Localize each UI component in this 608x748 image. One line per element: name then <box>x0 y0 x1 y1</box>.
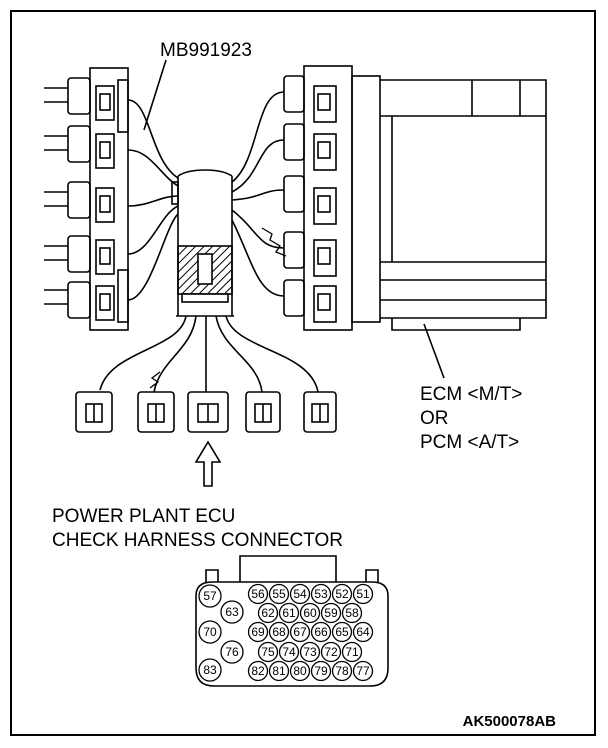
pin-number: 69 <box>251 625 265 639</box>
pin-number: 75 <box>261 645 275 659</box>
pin-number: 58 <box>345 606 359 620</box>
pin-75: 75 <box>257 641 279 663</box>
pin-number: 80 <box>293 664 307 678</box>
pin-number: 52 <box>335 587 349 601</box>
pin-number: 73 <box>303 645 317 659</box>
pin-number: 57 <box>203 589 217 603</box>
pin-number: 67 <box>293 625 307 639</box>
pin-number: 83 <box>203 663 217 677</box>
pin-number: 56 <box>251 587 265 601</box>
central-harness-bundle <box>99 91 319 393</box>
pin-73: 73 <box>299 641 321 663</box>
pin-number: 81 <box>272 664 286 678</box>
pin-62: 62 <box>257 602 279 624</box>
pin-82: 82 <box>247 660 269 682</box>
connector-title-line2: CHECK HARNESS CONNECTOR <box>52 530 343 551</box>
pin-number: 61 <box>282 606 296 620</box>
pin-83: 83 <box>198 658 222 682</box>
pin-67: 67 <box>289 621 311 643</box>
check-harness-connector-face <box>195 555 389 687</box>
pin-64: 64 <box>352 621 374 643</box>
pin-55: 55 <box>268 583 290 605</box>
left-harness-connectors <box>44 67 129 331</box>
pin-number: 68 <box>272 625 286 639</box>
pin-60: 60 <box>299 602 321 624</box>
small-connector-3 <box>187 391 229 433</box>
ecu-leader-line <box>423 323 445 379</box>
pin-number: 60 <box>303 606 317 620</box>
pin-80: 80 <box>289 660 311 682</box>
pin-number: 70 <box>203 625 217 639</box>
pin-77: 77 <box>352 660 374 682</box>
small-connector-5 <box>303 391 337 433</box>
pin-76: 76 <box>220 640 244 664</box>
leader-lines <box>143 59 445 379</box>
connector-title-line1: POWER PLANT ECU <box>52 506 235 527</box>
pin-66: 66 <box>310 621 332 643</box>
pin-number: 71 <box>345 645 359 659</box>
pin-56: 56 <box>247 583 269 605</box>
pin-65: 65 <box>331 621 353 643</box>
left-connector-body <box>89 67 129 331</box>
pin-number: 76 <box>225 645 239 659</box>
left-connector-slots <box>95 85 115 321</box>
pin-78: 78 <box>331 660 353 682</box>
pin-number: 65 <box>335 625 349 639</box>
pin-number: 64 <box>356 625 370 639</box>
pin-69: 69 <box>247 621 269 643</box>
pin-number: 53 <box>314 587 328 601</box>
left-connector-tabs <box>117 79 129 323</box>
pin-number: 66 <box>314 625 328 639</box>
pin-number: 54 <box>293 587 307 601</box>
pin-68: 68 <box>268 621 290 643</box>
pin-51: 51 <box>352 583 374 605</box>
pin-53: 53 <box>310 583 332 605</box>
pin-79: 79 <box>310 660 332 682</box>
ecu-label-line3: PCM <A/T> <box>420 432 519 453</box>
pin-number: 77 <box>356 664 370 678</box>
pin-number: 62 <box>261 606 275 620</box>
check-harness-small-connectors <box>75 391 337 433</box>
pin-54: 54 <box>289 583 311 605</box>
tool-leader-line <box>143 59 167 131</box>
pin-number: 59 <box>324 606 338 620</box>
small-connector-4 <box>245 391 281 433</box>
pin-59: 59 <box>320 602 342 624</box>
figure-code: AK500078AB <box>463 713 557 730</box>
ecu-module <box>283 65 547 331</box>
pin-71: 71 <box>341 641 363 663</box>
up-arrow-icon <box>194 440 222 487</box>
pin-number: 78 <box>335 664 349 678</box>
pin-57: 57 <box>198 584 222 608</box>
pin-number: 72 <box>324 645 338 659</box>
pin-70: 70 <box>198 620 222 644</box>
pin-58: 58 <box>341 602 363 624</box>
pin-number: 55 <box>272 587 286 601</box>
pin-52: 52 <box>331 583 353 605</box>
pin-number: 63 <box>225 605 239 619</box>
small-connector-1 <box>75 391 113 433</box>
pin-number: 51 <box>356 587 370 601</box>
left-connector-boots <box>67 77 91 319</box>
tool-part-number: MB991923 <box>160 40 252 61</box>
left-incoming-wires <box>44 87 68 305</box>
pin-81: 81 <box>268 660 290 682</box>
ecu-label-line2: OR <box>420 408 449 429</box>
pin-74: 74 <box>278 641 300 663</box>
connector-pins: 57 63 70 76 83 56 55 54 53 52 51 62 61 60 59 58 69 68 67 66… <box>198 583 374 682</box>
pin-72: 72 <box>320 641 342 663</box>
pin-number: 74 <box>282 645 296 659</box>
pin-63: 63 <box>220 600 244 624</box>
pin-number: 79 <box>314 664 328 678</box>
pin-number: 82 <box>251 664 265 678</box>
pin-61: 61 <box>278 602 300 624</box>
small-connector-2 <box>137 391 175 433</box>
ecu-label-line1: ECM <M/T> <box>420 384 522 405</box>
